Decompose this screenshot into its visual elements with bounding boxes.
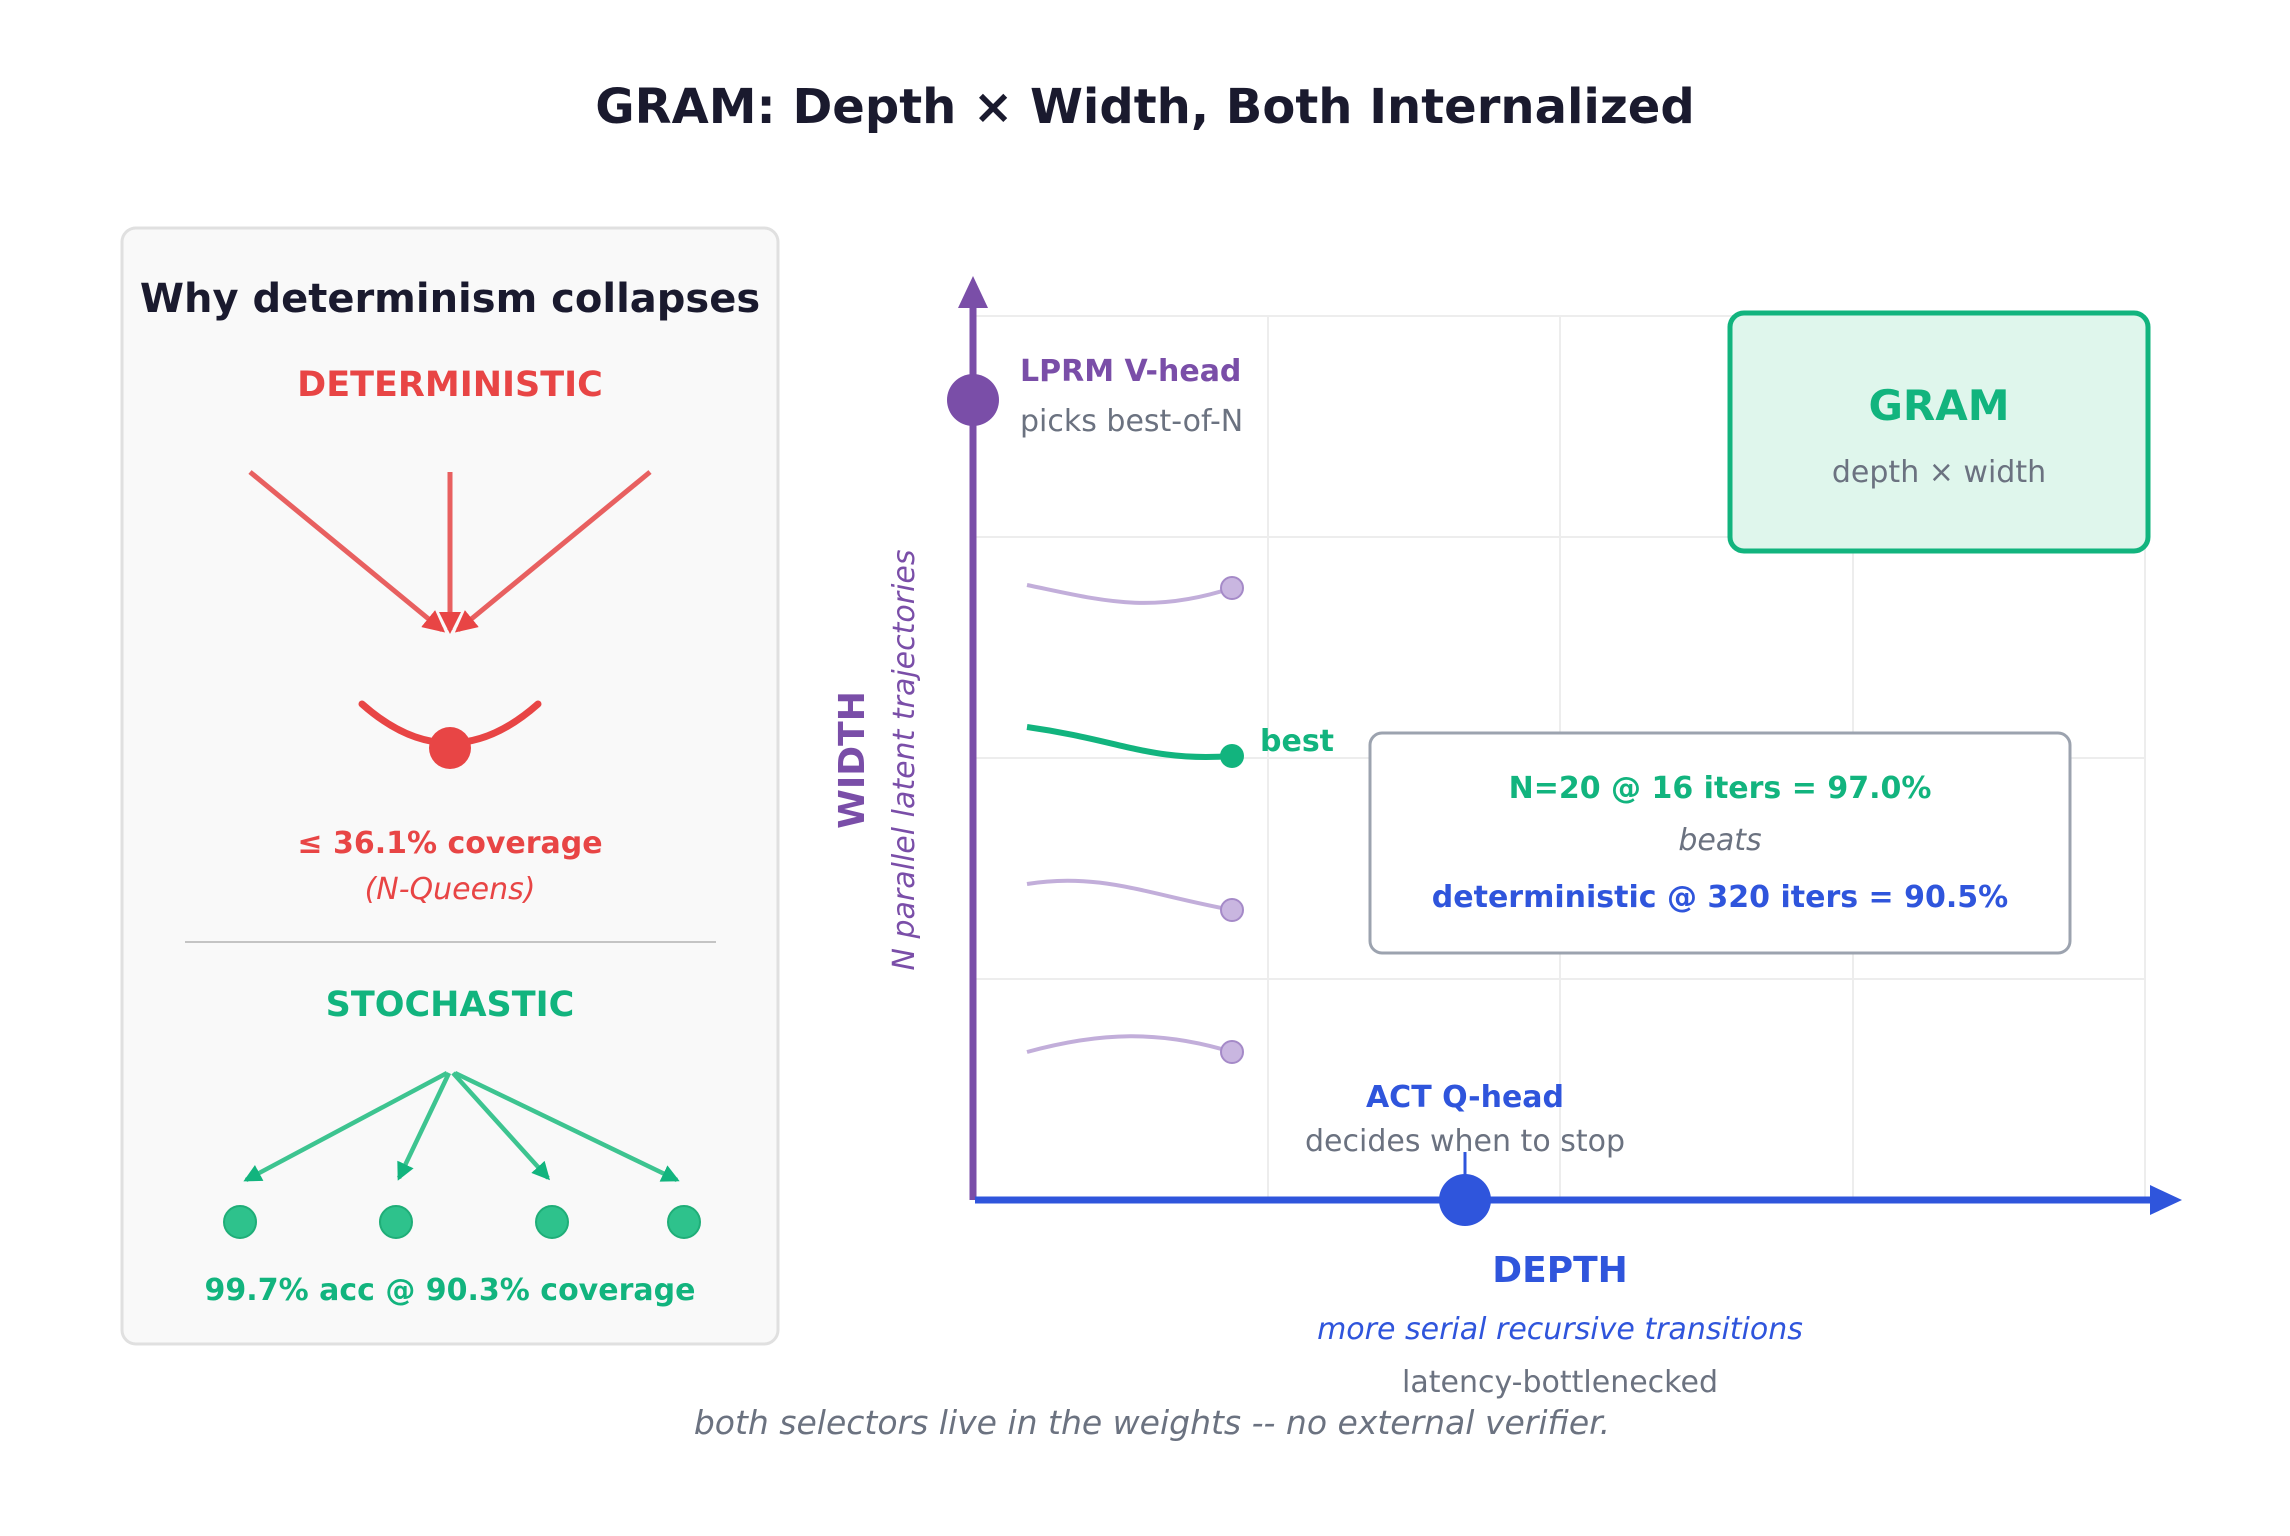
stochastic-diverging-arrows <box>243 1070 680 1183</box>
page-title: GRAM: Depth × Width, Both Internalized <box>595 79 1694 135</box>
width-axis-arrowhead <box>958 276 988 308</box>
depth-axis-arrowhead <box>2150 1185 2182 1215</box>
trajectory-endpoint <box>1220 576 1244 600</box>
latent-trajectories <box>1026 576 1244 1064</box>
trajectory-endpoint <box>1220 898 1244 922</box>
trajectory-1 <box>1026 583 1233 605</box>
outcome-dot <box>223 1205 257 1239</box>
stochastic-outcome-dots <box>223 1205 701 1239</box>
width-axis-sublabel: N parallel latent trajectories <box>887 549 922 970</box>
result-comparison-box <box>1368 731 2072 955</box>
outcome-dot <box>535 1205 569 1239</box>
diverging-arrow-2 <box>396 1072 452 1181</box>
footer-note: both selectors live in the weights -- no… <box>694 1403 1610 1442</box>
outcome-dot <box>667 1205 701 1239</box>
outcome-dot <box>379 1205 413 1239</box>
deterministic-task-note: (N-Queens) <box>365 872 536 907</box>
diverging-arrow-3 <box>451 1071 551 1181</box>
deterministic-label: DETERMINISTIC <box>297 365 603 405</box>
gram-title: GRAM <box>1868 381 2009 430</box>
left-panel-heading: Why determinism collapses <box>140 276 760 322</box>
trajectory-best-endpoint <box>1220 744 1244 768</box>
gram-desc: depth × width <box>1832 455 2046 490</box>
trajectory-4 <box>1026 1034 1233 1054</box>
lprm-vhead-marker <box>947 374 999 426</box>
best-trajectory-label: best <box>1260 724 1334 759</box>
trajectory-3 <box>1026 878 1233 912</box>
converging-arrow-right <box>454 470 652 633</box>
trajectory-best <box>1026 724 1233 760</box>
depth-axis-note: latency-bottlenecked <box>1402 1365 1718 1400</box>
trajectory-endpoint <box>1220 1040 1244 1064</box>
diverging-arrow-4 <box>454 1070 680 1183</box>
result-deterministic-stat: deterministic @ 320 iters = 90.5% <box>1432 880 2008 915</box>
depth-axis-label: DEPTH <box>1492 1250 1628 1291</box>
lprm-vhead-desc: picks best-of-N <box>1020 404 1243 439</box>
result-beats-word: beats <box>1678 823 1761 858</box>
result-gram-stat: N=20 @ 16 iters = 97.0% <box>1509 771 1932 806</box>
left-panel <box>120 226 780 1346</box>
deterministic-converging-arrows <box>248 470 652 634</box>
converging-arrow-left <box>248 470 446 633</box>
width-axis-label: WIDTH <box>832 691 873 829</box>
act-qhead-marker <box>1439 1174 1491 1226</box>
lprm-vhead-title: LPRM V-head <box>1020 354 1241 389</box>
deterministic-coverage-stat: ≤ 36.1% coverage <box>297 826 602 861</box>
collapsed-state-dot <box>429 727 471 769</box>
diverging-arrow-1 <box>243 1071 449 1182</box>
act-qhead-title: ACT Q-head <box>1366 1080 1564 1115</box>
gram-region-box <box>1727 310 2151 554</box>
stochastic-label: STOCHASTIC <box>326 985 575 1025</box>
depth-axis-sublabel: more serial recursive transitions <box>1317 1312 1803 1347</box>
stochastic-accuracy-stat: 99.7% acc @ 90.3% coverage <box>205 1273 696 1308</box>
